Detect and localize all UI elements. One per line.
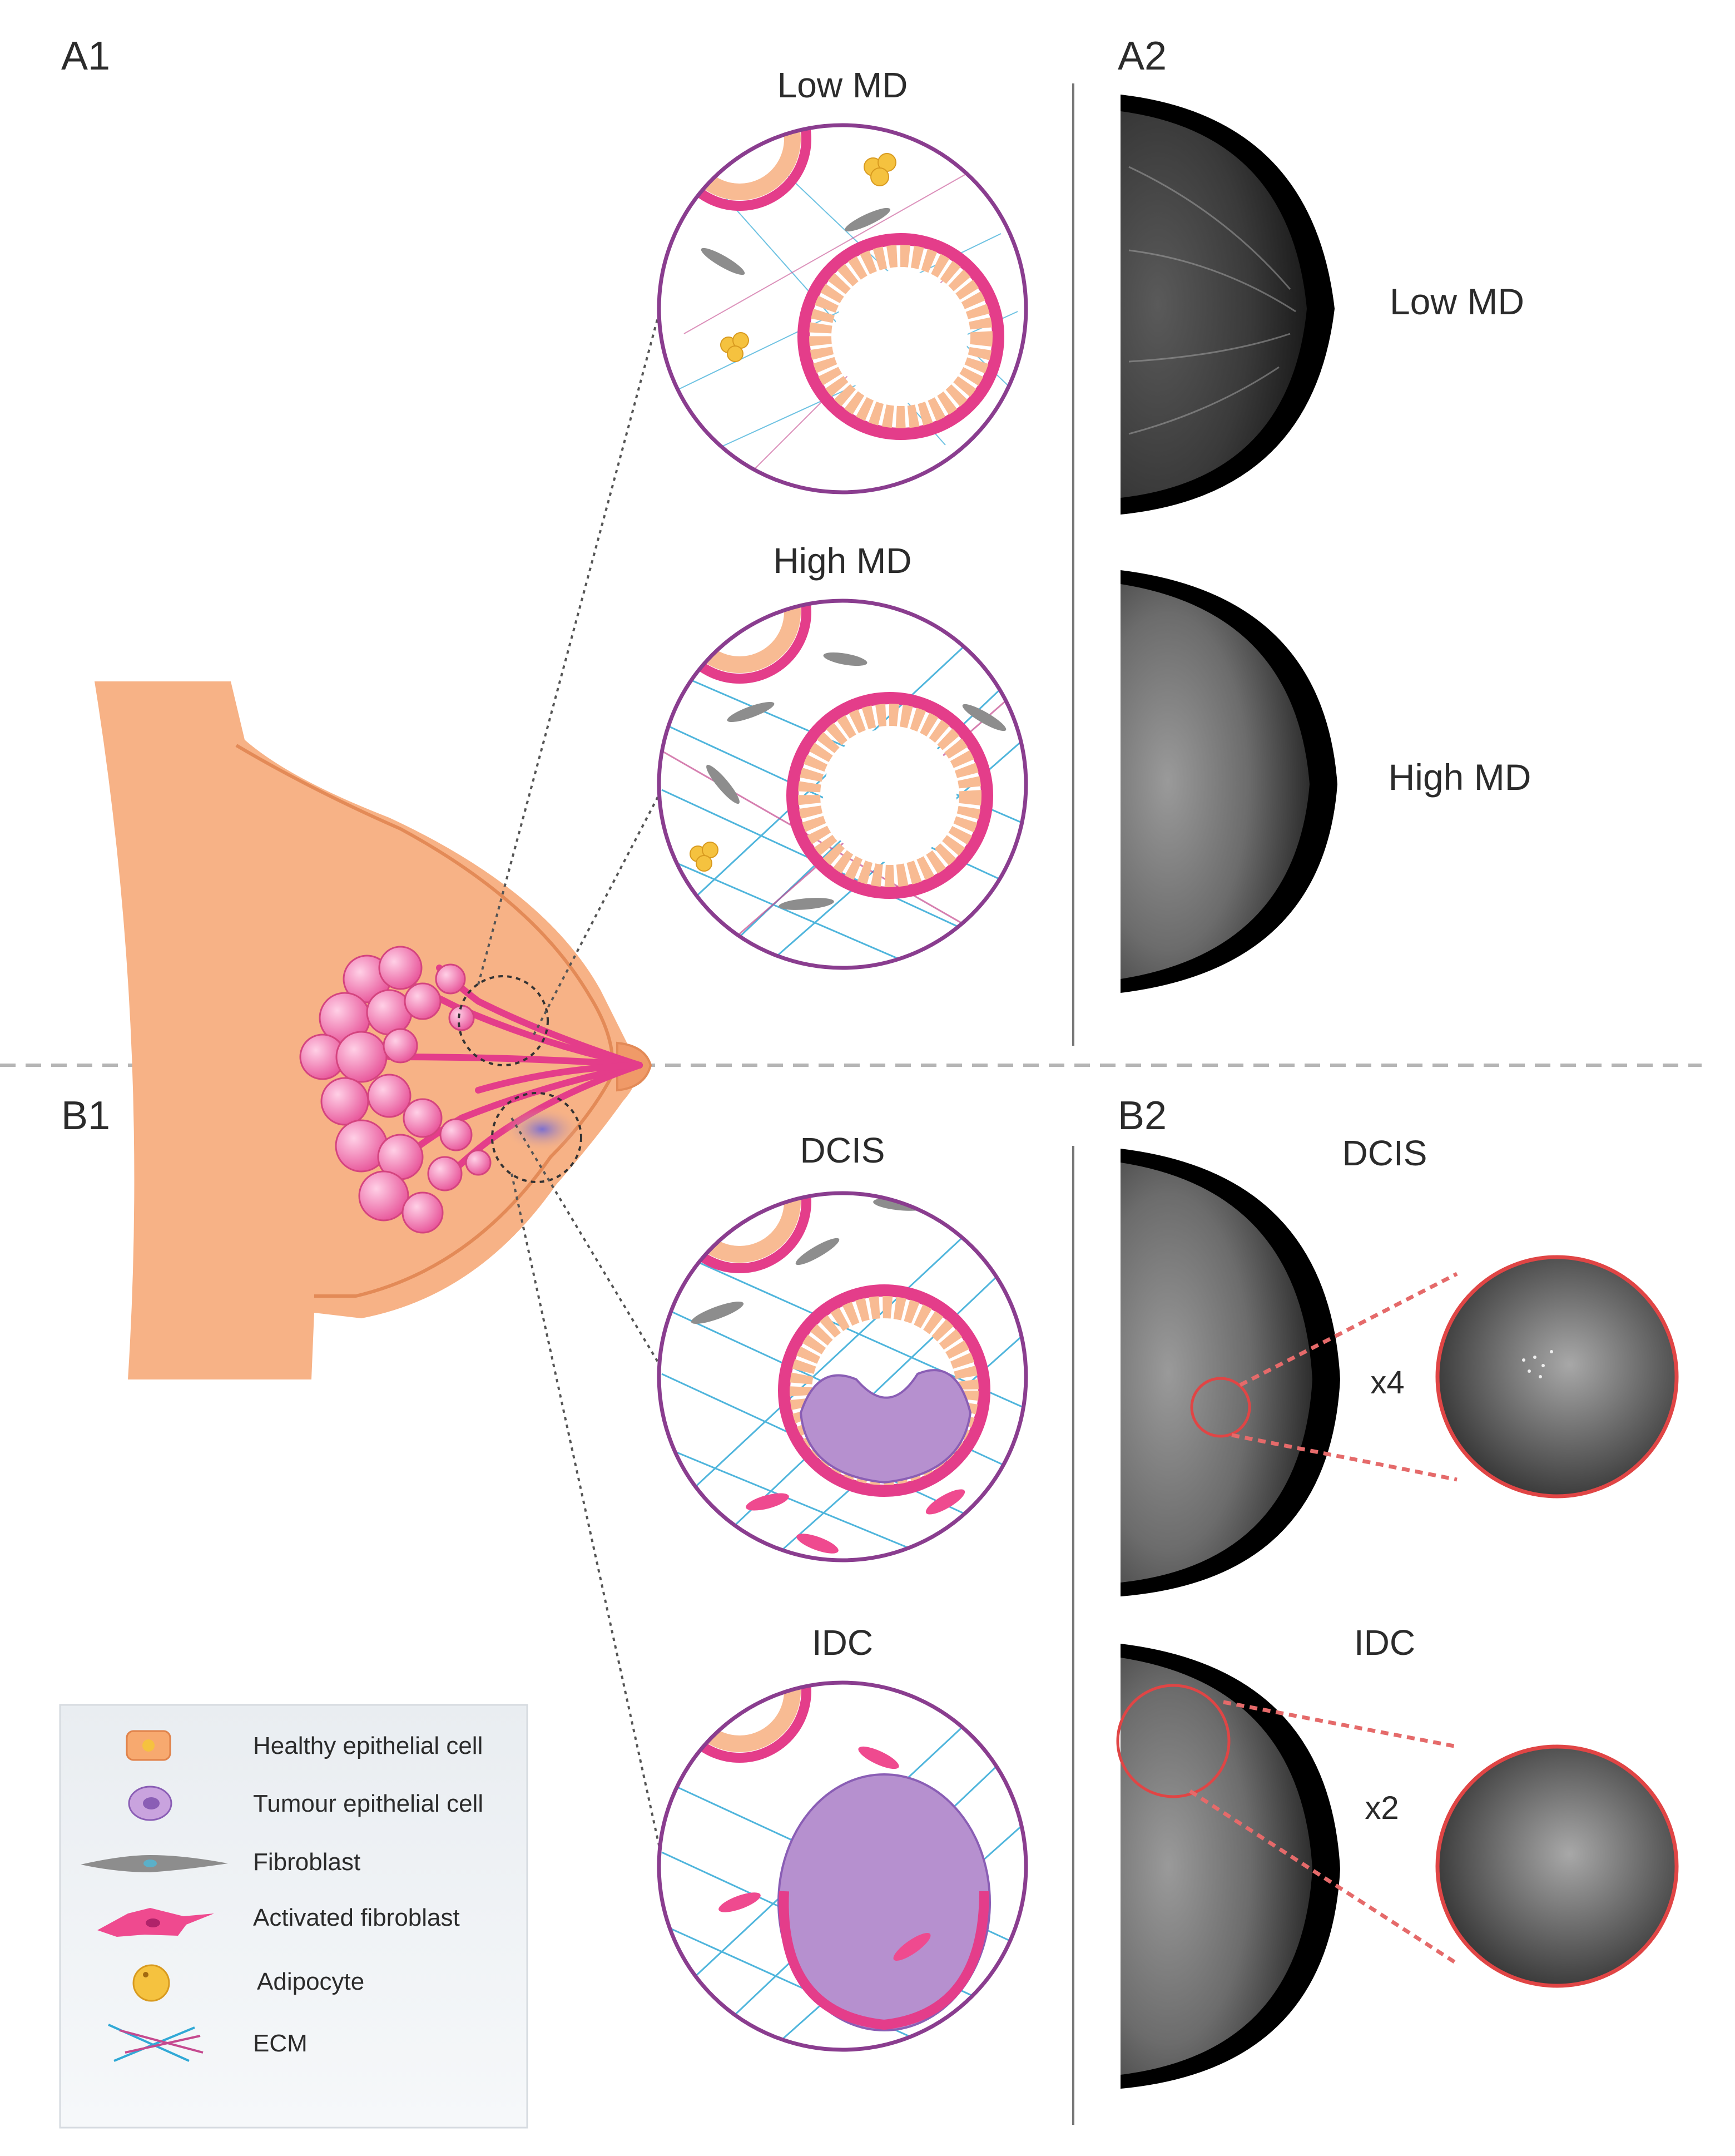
legend: Healthy epithelial cell Tumour epithelia… — [59, 1704, 528, 2129]
idc-region-marker — [1116, 1684, 1231, 1798]
mammogram-title-idc: IDC — [1354, 1623, 1415, 1663]
legend-label-ecm: ECM — [253, 2030, 308, 2057]
zoom-label-idc: x2 — [1365, 1790, 1399, 1826]
panel-label-b2: B2 — [1118, 1094, 1167, 1138]
zoom-circle-idc — [1435, 1744, 1679, 1988]
mammogram-idc — [1116, 1644, 1458, 2089]
mammogram-label-low-md: Low MD — [1390, 281, 1524, 322]
mammogram-label-high-md: High MD — [1389, 756, 1531, 798]
breast-illustration — [95, 681, 652, 1379]
magnifier-lower — [491, 1092, 582, 1183]
legend-label-activated-fibroblast: Activated fibroblast — [253, 1904, 460, 1931]
zoom-circle-dcis — [1435, 1255, 1679, 1499]
zoom-label-dcis: x4 — [1370, 1364, 1404, 1401]
mammogram-low-md — [1121, 95, 1335, 515]
dcis-region-marker — [1190, 1377, 1251, 1438]
title-idc: IDC — [812, 1623, 873, 1663]
title-low-md: Low MD — [777, 65, 908, 105]
adipocyte-icon — [132, 1964, 170, 2002]
connector-lines — [477, 303, 668, 1858]
lobule-cluster — [299, 946, 492, 1234]
tissue-circle-high-md — [657, 599, 1028, 970]
ecm-icon — [108, 2024, 204, 2062]
tissue-circle-dcis — [657, 1191, 1028, 1562]
tissue-circle-idc — [657, 1680, 1028, 2052]
title-dcis: DCIS — [800, 1130, 885, 1170]
tumour-epithelial-cell-icon — [128, 1786, 172, 1821]
healthy-epithelial-cell-icon — [126, 1730, 171, 1761]
activated-fibroblast-icon — [97, 1908, 214, 1937]
magnifier-upper — [458, 975, 549, 1066]
panel-label-a2: A2 — [1118, 34, 1167, 78]
title-high-md: High MD — [774, 541, 912, 581]
mammogram-title-dcis: DCIS — [1342, 1133, 1427, 1173]
tumour-spot — [503, 1107, 581, 1151]
mammogram-high-md — [1121, 570, 1337, 993]
legend-label-fibroblast: Fibroblast — [253, 1848, 360, 1876]
panel-label-b1: B1 — [61, 1094, 110, 1138]
fibroblast-icon — [81, 1855, 228, 1872]
mammogram-dcis — [1121, 1149, 1458, 1596]
breast-inner-outline — [235, 744, 614, 1298]
legend-label-adipocyte: Adipocyte — [257, 1968, 364, 1995]
legend-label-tumour-epithelial-cell: Tumour epithelial cell — [253, 1790, 483, 1817]
legend-label-healthy-epithelial-cell: Healthy epithelial cell — [253, 1732, 483, 1759]
tissue-circle-low-md — [657, 123, 1028, 495]
panel-label-a1: A1 — [61, 34, 110, 78]
